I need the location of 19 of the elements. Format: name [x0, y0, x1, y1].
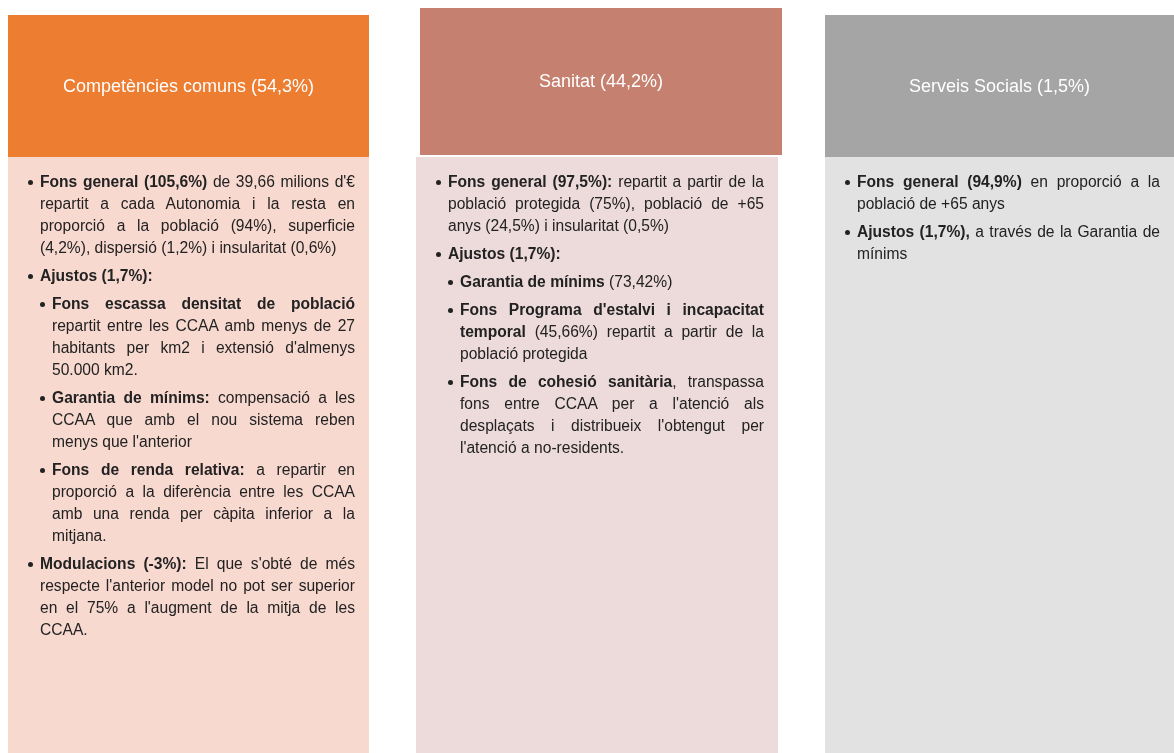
text-panel [825, 157, 1174, 753]
bullet-text: Ajustos (1,7%), a través de la Garantia de mínims [857, 222, 1160, 264]
text-panel [416, 157, 778, 753]
bullet-text: Ajustos (1,7%): [40, 266, 154, 286]
bullet-text: Fons general (94,9%) en proporció a la població de +65 anys [857, 172, 1160, 214]
bullet-text: Modulacions (-3%): El que s'obté de més respecte l'anterior model no pot ser superior en el 75% a l'augment de la mitja de les CCAA. [40, 554, 355, 640]
column-header: Sanitat (44,2%) [420, 8, 782, 155]
column-header: Competències comuns (54,3%) [8, 15, 369, 157]
column-header: Serveis Socials (1,5%) [825, 15, 1174, 157]
bullet-text: Garantia de mínims: compensació a les CCAA que amb el nou sistema reben menys que l'anterior [52, 388, 355, 452]
text-panel [8, 157, 369, 753]
bullet-text: Fons general (105,6%) de 39,66 milions d'€ repartit a cada Autonomia i la resta en proporció a la població (94%), superficie (4,2%), dispersió (1,2%) i insularitat (0,6%) [40, 172, 355, 258]
bullet-text: Fons de cohesió sanitària, transpassa fons entre CCAA per a l'atenció als desplaçats i distribueix l'obtengut per l'atenció a no-residents. [460, 372, 764, 458]
bullet-text: Ajustos (1,7%): [448, 244, 562, 264]
bullet-text: Fons general (97,5%): repartit a partir de la població protegida (75%), població de +65 anys (24,5%) i insularitat (0,5%) [448, 172, 764, 236]
bullet-text: Fons de renda relativa: a repartir en proporció a la diferència entre les CCAA amb una renda per càpita inferior a la mitjana. [52, 460, 355, 546]
bullet-text: Fons Programa d'estalvi i incapacitat temporal (45,66%) repartit a partir de la població protegida [460, 300, 764, 364]
bullet-text: Fons escassa densitat de població repartit entre les CCAA amb menys de 27 habitants per km2 i extensió d'almenys 50.000 km2. [52, 294, 355, 380]
bullet-text: Garantia de mínims (73,42%) [460, 272, 674, 292]
